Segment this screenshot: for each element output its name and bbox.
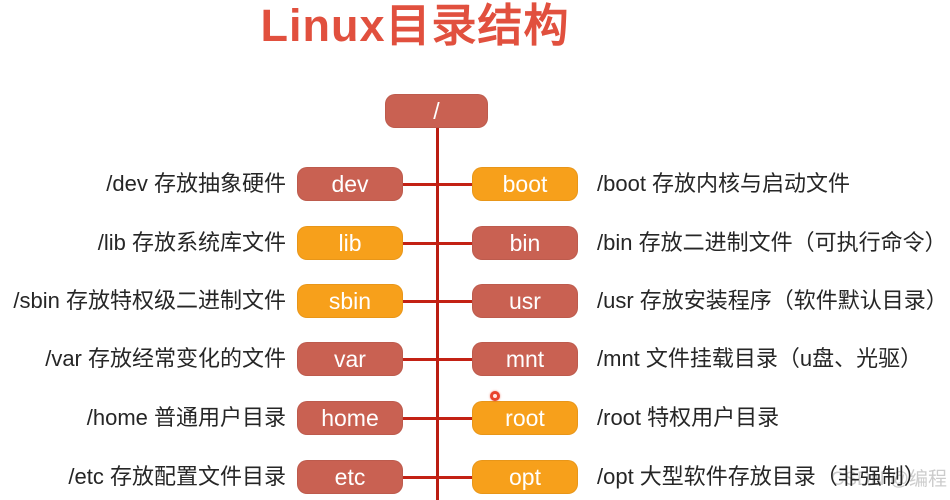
node-usr: usr — [472, 284, 578, 318]
connector-row-5 — [398, 417, 476, 420]
pointer-dot — [490, 391, 500, 401]
node-usr-label: usr — [509, 287, 541, 314]
desc-usr: /usr 存放安装程序（软件默认目录） — [597, 288, 948, 313]
node-var-label: var — [334, 345, 366, 372]
node-lib: lib — [297, 226, 403, 260]
node-bin-label: bin — [509, 229, 541, 256]
root-node: / — [385, 94, 488, 128]
node-root-dir: root — [472, 401, 578, 435]
desc-mnt: /mnt 文件挂载目录（u盘、光驱） — [597, 346, 923, 371]
connector-row-4 — [398, 358, 476, 361]
node-mnt: mnt — [472, 342, 578, 376]
node-sbin: sbin — [297, 284, 403, 318]
node-opt: opt — [472, 460, 578, 494]
desc-sbin: /sbin 存放特权级二进制文件 — [13, 288, 286, 313]
connector-row-2 — [398, 242, 476, 245]
desc-dev: /dev 存放抽象硬件 — [106, 171, 286, 196]
tree-trunk-line — [436, 126, 439, 500]
node-etc: etc — [297, 460, 403, 494]
node-dev-label: dev — [331, 170, 369, 197]
root-node-label: / — [433, 97, 440, 124]
desc-bin: /bin 存放二进制文件（可执行命令） — [597, 230, 947, 255]
node-mnt-label: mnt — [505, 345, 545, 372]
desc-opt: /opt 大型软件存放目录（非强制） — [597, 464, 926, 489]
node-etc-label: etc — [334, 463, 366, 490]
desc-var: /var 存放经常变化的文件 — [45, 346, 286, 371]
node-boot-label: boot — [502, 170, 548, 197]
node-home: home — [297, 401, 403, 435]
node-var: var — [297, 342, 403, 376]
node-boot: boot — [472, 167, 578, 201]
desc-boot: /boot 存放内核与启动文件 — [597, 171, 851, 196]
connector-row-1 — [398, 183, 476, 186]
node-dev: dev — [297, 167, 403, 201]
diagram-title: Linux目录结构 — [260, 0, 570, 51]
node-opt-label: opt — [509, 463, 541, 490]
node-root-dir-label: root — [505, 404, 545, 431]
connector-row-6 — [398, 476, 476, 479]
desc-home: /home 普通用户目录 — [86, 405, 286, 430]
node-home-label: home — [321, 404, 379, 431]
desc-root: /root 特权用户目录 — [597, 405, 780, 430]
connector-row-3 — [398, 300, 476, 303]
desc-lib: /lib 存放系统库文件 — [97, 230, 286, 255]
csdn-watermark: CSDN @编程 — [830, 469, 947, 490]
node-lib-label: lib — [338, 229, 362, 256]
node-bin: bin — [472, 226, 578, 260]
desc-etc: /etc 存放配置文件目录 — [68, 464, 286, 489]
node-sbin-label: sbin — [328, 287, 372, 314]
